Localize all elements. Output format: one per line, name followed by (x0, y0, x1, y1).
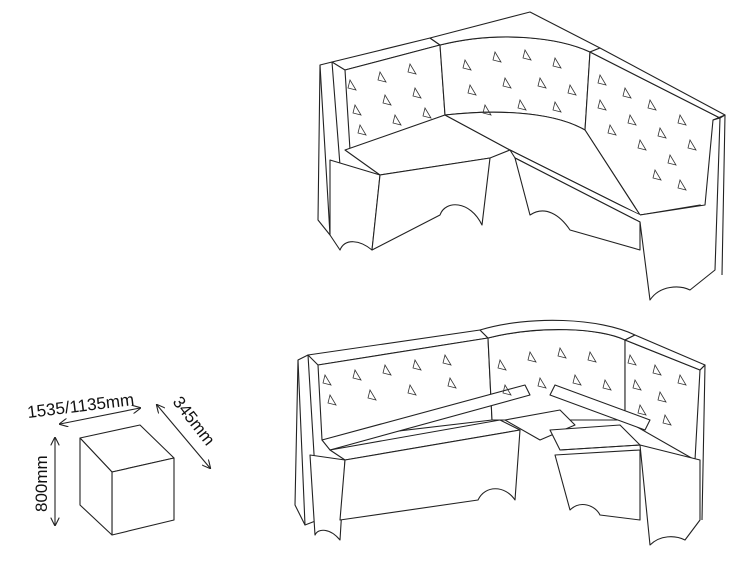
height-label: 800mm (32, 455, 51, 512)
width-arrow (60, 408, 140, 424)
width-label: 1535/1135mm (26, 390, 135, 422)
depth-arrow (157, 405, 210, 468)
depth-label: 345mm (169, 393, 219, 449)
dimension-box (55, 405, 210, 536)
corner-bench-closed (317, 11, 726, 301)
corner-bench-open-storage (294, 319, 706, 546)
